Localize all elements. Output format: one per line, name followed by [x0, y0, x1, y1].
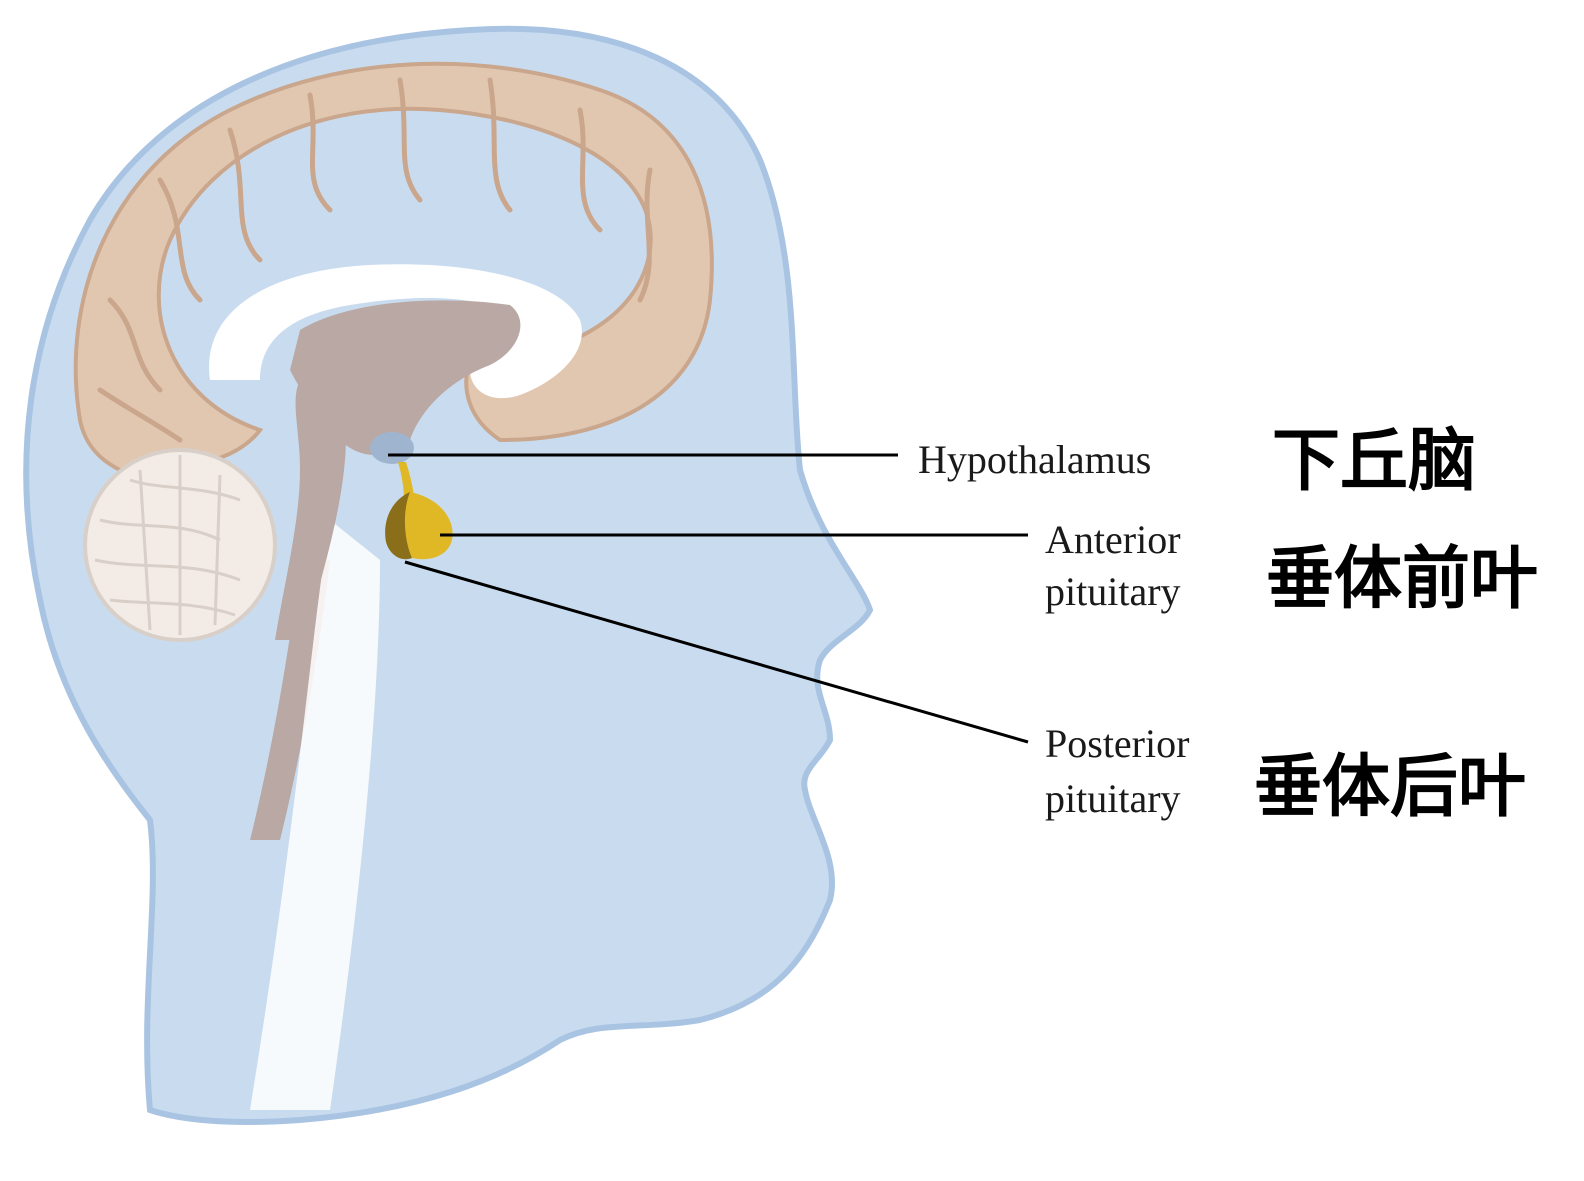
anterior-label-line2: pituitary: [1045, 569, 1181, 614]
posterior-label-line1: Posterior: [1045, 721, 1189, 766]
anterior-pituitary-zh-label: 垂体前叶: [1266, 540, 1538, 619]
posterior-pituitary-zh-label: 垂体后叶: [1254, 748, 1526, 827]
cerebellum: [85, 450, 275, 640]
hypothalamus-label: Hypothalamus: [918, 437, 1151, 482]
posterior-label-line2: pituitary: [1045, 776, 1181, 821]
hypothalamus-zh-label: 下丘脑: [1272, 422, 1476, 501]
anterior-label-line1: Anterior: [1045, 517, 1181, 562]
hypothalamus: [370, 432, 414, 464]
